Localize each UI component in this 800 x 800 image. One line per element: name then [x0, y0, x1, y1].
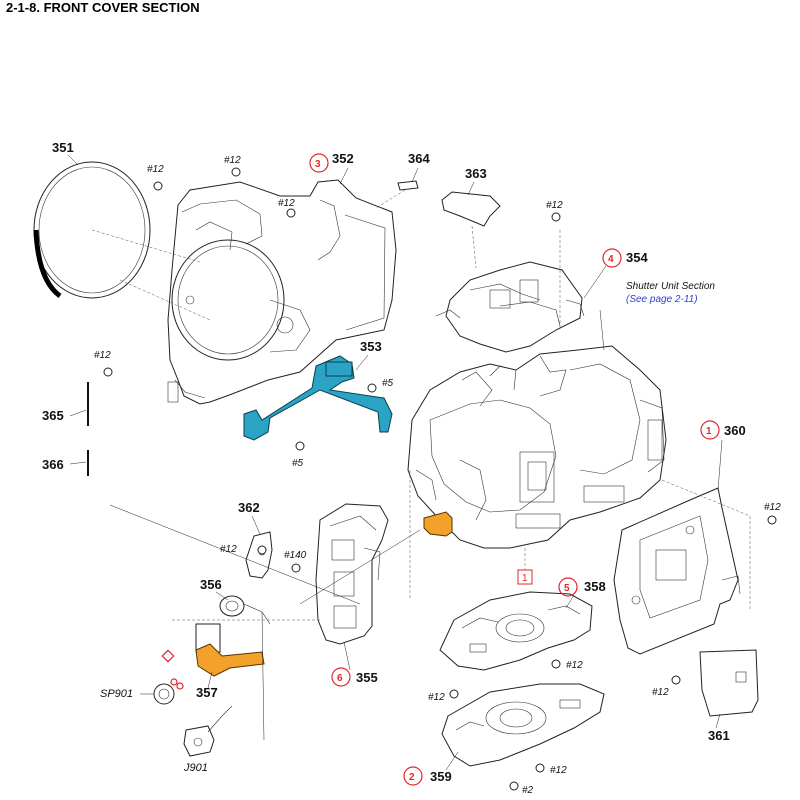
camera-body [407, 345, 667, 549]
flex-board-353 [243, 355, 393, 441]
screw-label: #2 [522, 785, 534, 796]
flex-357 [195, 623, 265, 677]
screw-label: #12 [428, 692, 445, 703]
label-357: 357 [196, 685, 218, 700]
tape-364 [397, 180, 419, 191]
label-364: 364 [408, 151, 430, 166]
label-353: 353 [360, 339, 382, 354]
label-355: 355 [356, 670, 378, 685]
label-358: 358 [584, 579, 606, 594]
label-sp901: SP901 [100, 688, 133, 700]
label-352: 352 [332, 151, 354, 166]
label-359: 359 [430, 769, 452, 784]
plate-360 [613, 487, 741, 655]
callout-6: 6 [337, 673, 343, 684]
shutter-note: Shutter Unit Section [626, 281, 715, 292]
screw-label: #12 [94, 350, 111, 361]
label-351: 351 [52, 140, 74, 155]
label-360: 360 [724, 423, 746, 438]
speaker-sp901 [153, 683, 175, 705]
screw-label: #12 [546, 200, 563, 211]
callout-box-label-1: 1 [522, 573, 528, 584]
callout-circle-4 [602, 248, 622, 268]
screw-label: #5 [292, 458, 304, 469]
bracket-362 [245, 531, 273, 579]
label-361: 361 [708, 728, 730, 743]
screws [103, 167, 777, 791]
screw-label: #5 [382, 378, 394, 389]
screw-label: #12 [278, 198, 295, 209]
label-365: 365 [42, 408, 64, 423]
jack-j901 [183, 705, 233, 757]
screw-label: #12 [220, 544, 237, 555]
screw-label: #12 [550, 765, 567, 776]
label-362: 362 [238, 500, 260, 515]
label-j901: J901 [183, 762, 208, 774]
callout-2: 2 [409, 772, 415, 783]
shutter-link[interactable]: (See page 2-11) [626, 294, 698, 305]
label-354: 354 [626, 250, 648, 265]
screw-label: #140 [284, 550, 307, 561]
sheet-363 [441, 191, 501, 227]
callout-circle-2 [403, 766, 423, 786]
flex-orange-body [423, 511, 453, 537]
front-ring-351 [33, 161, 151, 299]
screw-label: #12 [224, 155, 241, 166]
callout-5: 5 [564, 583, 570, 594]
plate-359 [441, 683, 605, 767]
callout-circle-1 [700, 420, 720, 440]
callout-circle-5 [558, 577, 578, 597]
callout-3: 3 [315, 159, 321, 170]
screw-label: #12 [566, 660, 583, 671]
front-cover-352 [167, 179, 397, 405]
plate-358 [439, 591, 593, 671]
label-356: 356 [200, 577, 222, 592]
cover-361 [699, 649, 759, 717]
screw-label: #12 [652, 687, 669, 698]
callout-1: 1 [706, 426, 712, 437]
page-title: 2-1-8. FRONT COVER SECTION [6, 0, 200, 15]
callout-4: 4 [608, 254, 614, 265]
callout-circle-3 [309, 153, 329, 173]
label-363: 363 [465, 166, 487, 181]
label-366: 366 [42, 457, 64, 472]
screw-label: #12 [147, 164, 164, 175]
callout-circle-6 [331, 667, 351, 687]
frame-355 [315, 503, 389, 645]
screw-label: #12 [764, 502, 781, 513]
bracket-354 [435, 261, 585, 353]
